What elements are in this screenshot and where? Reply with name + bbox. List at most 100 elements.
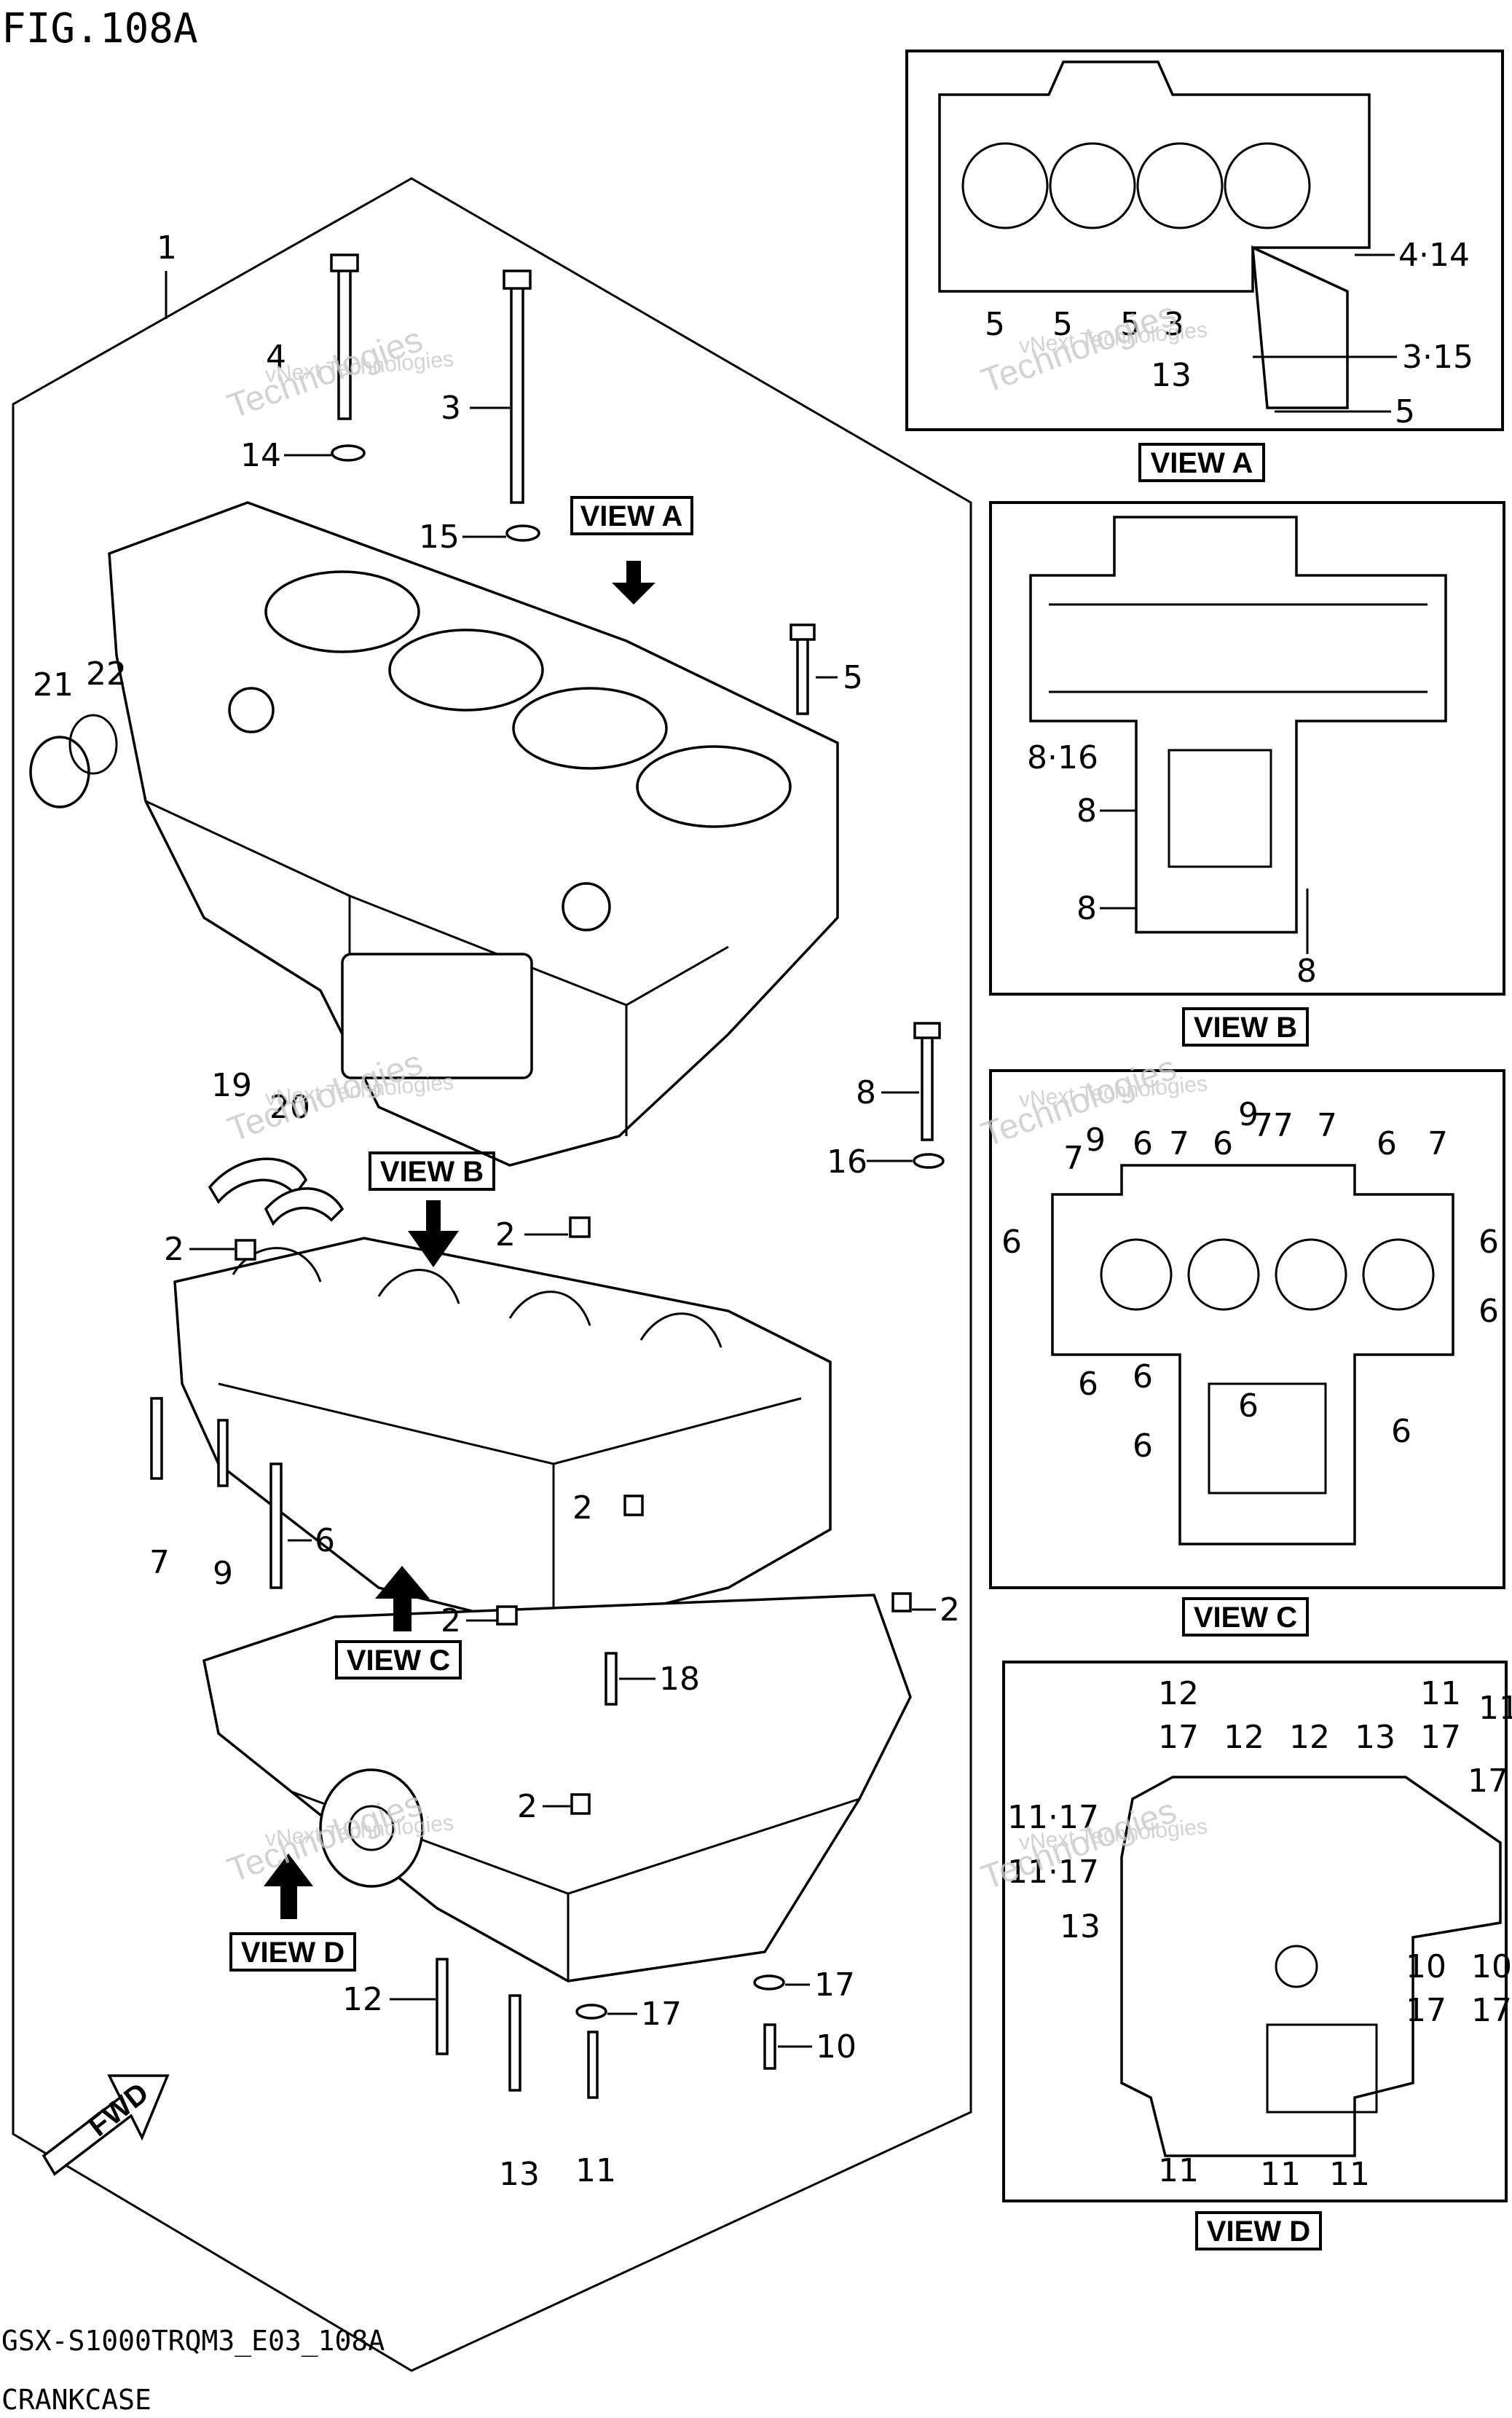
part-callout: 13 (1151, 357, 1192, 394)
view-d-panel: 12 17 12 12 13 11 17 11 17 11·17 11·17 1… (1002, 1661, 1512, 2202)
view-c-title (1182, 1597, 1309, 1637)
view-arrows (264, 561, 655, 1919)
part-callout: 10 (1471, 1948, 1512, 1985)
part-callout: 6 (1377, 1125, 1397, 1162)
part-callout: 11 (1478, 1690, 1512, 1727)
lower-crankcase (173, 1237, 832, 1633)
view-d-tag (229, 1932, 356, 1972)
part-callout: 6 (1478, 1224, 1499, 1261)
part-callout: 5 (985, 306, 1005, 343)
part-callout: 8 (1076, 792, 1097, 830)
part-callout: 5 (1395, 393, 1415, 430)
part-callout: 22 (86, 655, 127, 693)
part-callout: 11·17 (1007, 1854, 1099, 1891)
part-callout: 9 (1085, 1122, 1106, 1159)
part-callout: 16 (827, 1143, 867, 1181)
part-callout: 7 (1169, 1125, 1189, 1162)
part-callout: 13 (1060, 1908, 1100, 1945)
part-callout: 2 (164, 1231, 184, 1268)
part-callout: 6 (1001, 1224, 1022, 1261)
upper-crankcase (108, 501, 839, 1167)
part-callout: 17 (1158, 1719, 1199, 1756)
part-callout: 7 (1273, 1107, 1294, 1144)
part-callout: 12 (1224, 1719, 1264, 1756)
part-callout: 6 (1213, 1125, 1233, 1162)
view-d-tag-text: VIEW D (241, 1937, 344, 1969)
main-callouts: 1 4 3 14 15 5 21 22 19 20 8 16 2 2 2 7 9… (33, 229, 960, 2193)
part-callout: 21 (33, 666, 74, 704)
part-callout: 7 (1063, 1140, 1084, 1177)
view-d-title (1195, 2211, 1322, 2250)
part-callout: 2 (940, 1591, 960, 1629)
view-b-title-text: VIEW B (1194, 1012, 1297, 1044)
part-callout: 4 (266, 339, 286, 376)
part-callout: 2 (517, 1788, 538, 1825)
part-callout: 19 (211, 1067, 252, 1104)
part-callout: 8 (856, 1074, 876, 1111)
part-callout: 9 (213, 1555, 233, 1592)
view-b-tag-text: VIEW B (380, 1156, 484, 1188)
small-parts (29, 444, 945, 2020)
view-a-callout-4-14: 4·14 (1398, 237, 1470, 274)
part-callout: 6 (315, 1522, 335, 1559)
part-callout: 13 (1355, 1719, 1395, 1756)
part-callout: 2 (495, 1216, 516, 1253)
view-c-tag-text: VIEW C (347, 1645, 450, 1677)
part-callout: 3·15 (1402, 339, 1473, 376)
fwd-arrow: FWD (42, 2074, 170, 2176)
part-callout: 20 (269, 1089, 310, 1126)
view-a-title (1138, 443, 1265, 482)
part-callout: 10 (816, 2028, 857, 2065)
part-callout: 17 (814, 1966, 855, 2004)
part-callout: 17 (1420, 1719, 1461, 1756)
part-callout: 17 (1406, 1992, 1446, 2029)
part-callout: 14 (240, 437, 281, 474)
part-callout: 15 (419, 519, 460, 556)
part-callout: 9 (1238, 1096, 1259, 1133)
part-callout: 11 (1329, 2156, 1370, 2193)
view-c-title-text: VIEW C (1194, 1602, 1297, 1634)
part-callout: 5 (1052, 306, 1073, 343)
part-callout: 11·17 (1007, 1799, 1099, 1836)
view-b-title (1182, 1007, 1309, 1047)
part-callout: 3 (441, 390, 461, 427)
bolts (150, 253, 941, 2099)
part-callout: 17 (641, 1996, 682, 2033)
part-callout: 17 (1468, 1763, 1508, 1800)
part-callout: 11 (575, 2152, 616, 2189)
view-a-title-text: VIEW A (1151, 447, 1253, 479)
part-callout: 6 (1391, 1413, 1411, 1450)
part-callout: 6 (1238, 1387, 1259, 1425)
part-callout: 8 (1296, 953, 1317, 990)
part-callout: 6 (1478, 1293, 1499, 1330)
part-callout: 11 (1420, 1675, 1461, 1712)
view-b-panel: 8·16 8 8 8 (989, 501, 1505, 996)
view-c-tag (335, 1640, 462, 1679)
part-callout: 7 (1253, 1107, 1273, 1144)
part-callout: 2 (441, 1602, 461, 1639)
part-callout: 7 (1317, 1107, 1337, 1144)
view-c-panel: 7 9 6 7 6 9 7 7 7 6 7 6 6 6 6 6 6 6 6 (989, 1069, 1505, 1589)
footer-name: CRANKCASE (1, 2384, 151, 2416)
part-callout: 8 (1076, 890, 1097, 927)
part-callout: 12 (342, 1981, 383, 2018)
part-callout: 3 (1164, 306, 1184, 343)
part-callout: 6 (1078, 1366, 1098, 1403)
assembly-outline (12, 177, 972, 2372)
part-callout: 5 (843, 659, 863, 696)
view-a-tag-text: VIEW A (580, 500, 683, 532)
part-callout: 6 (1133, 1427, 1153, 1465)
part-callout: 7 (1428, 1125, 1448, 1162)
main-exploded-view: VIEW A VIEW B VIEW C VIEW D FWD 1 4 3 14… (12, 177, 972, 2372)
part-callout: 11 (1158, 2152, 1199, 2189)
view-b-tag (369, 1151, 495, 1191)
part-callout: 18 (659, 1661, 700, 1698)
part-callout: 12 (1158, 1675, 1199, 1712)
part-callout: 10 (1406, 1948, 1446, 1985)
part-callout: 11 (1260, 2156, 1301, 2193)
view-d-title-text: VIEW D (1207, 2216, 1310, 2248)
figure-title: FIG.108A (1, 5, 198, 52)
view-a-tag (570, 496, 693, 535)
part-callout: 7 (149, 1544, 170, 1581)
